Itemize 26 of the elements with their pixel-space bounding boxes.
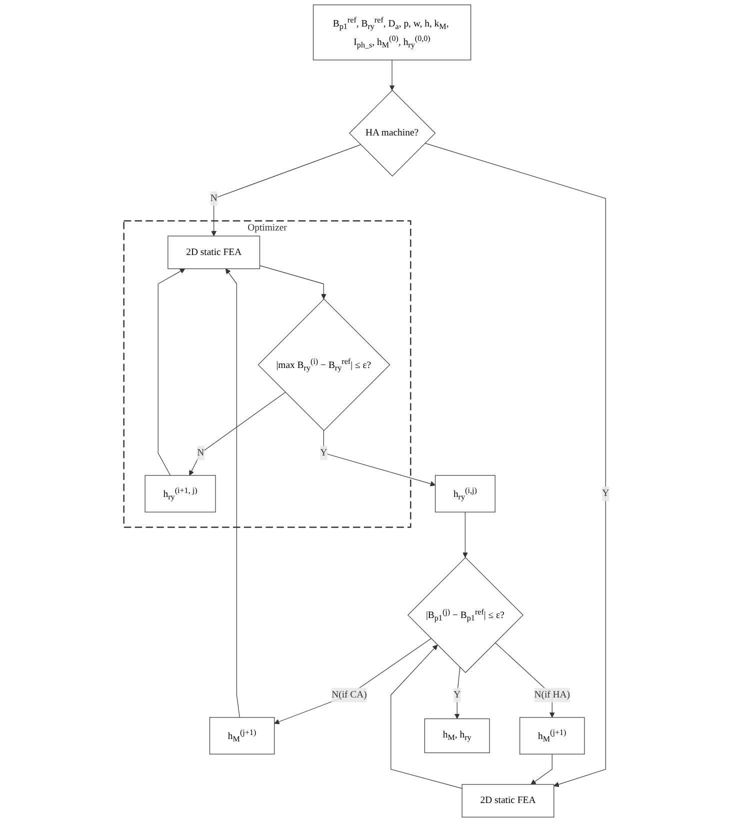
edge-label: Y <box>453 690 460 700</box>
node-diamond: |max B$_{ry}$$^{(i)}$ − B$_{ry}$$^{ref}$| ≤ ε? <box>257 298 390 432</box>
arrow <box>462 512 468 558</box>
arrow <box>424 142 606 788</box>
edge-label: N <box>196 448 204 458</box>
arrow <box>388 60 394 91</box>
node-diamond: |B$_{p1}$$^{(j)}$ − B$_{p1}$$^{ref}$| ≤ ε? <box>407 557 523 674</box>
edge-label: Y <box>320 448 327 458</box>
edge-label: N <box>210 193 217 204</box>
arrow <box>322 430 436 486</box>
node-box: 2D static FEA <box>167 236 260 270</box>
arrow <box>274 638 431 724</box>
arrow <box>188 392 286 476</box>
arrow <box>454 667 460 720</box>
arrow <box>224 268 240 718</box>
edge-label: N(if CA) <box>331 690 366 700</box>
arrow <box>530 754 552 785</box>
node-box: 2D static FEA <box>461 784 554 818</box>
arrow <box>390 644 462 789</box>
arrow <box>157 268 185 476</box>
edge-label: N(if HA) <box>534 690 570 700</box>
arrow <box>210 144 360 236</box>
edge-label: Y <box>602 488 609 499</box>
arrow <box>258 265 326 300</box>
node-box: h$_{M}$, h$_{ry}$ <box>424 718 490 754</box>
node-diamond: HA machine? <box>348 90 436 176</box>
